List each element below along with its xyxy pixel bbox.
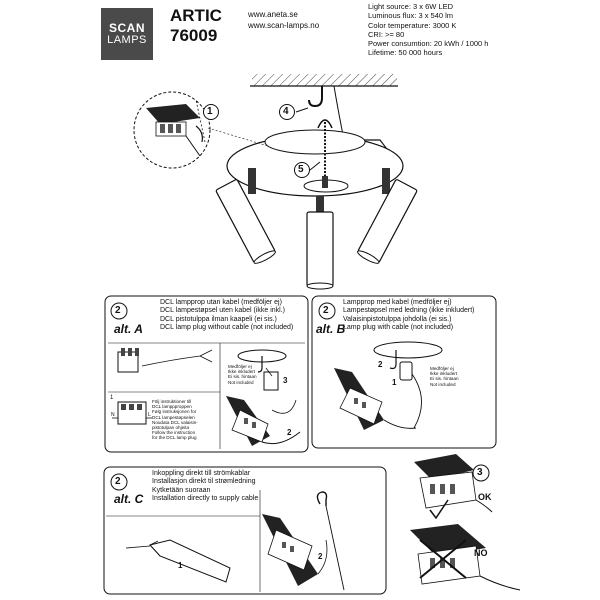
note-line: for the DCL lamp plug	[152, 435, 197, 441]
ceiling	[250, 74, 398, 87]
tag-line: Medföljer ej	[228, 364, 252, 369]
panel-b-line-en: Lamp plug with cable (not included)	[343, 323, 454, 331]
panel-a-num-2: 2	[287, 428, 292, 437]
panel-c-line-sv: Inkoppling direkt till strömkablar	[152, 470, 251, 477]
panel-a-line-no: DCL lampestøpsel uten kabel (ikke inkl.)	[160, 307, 286, 315]
product-title: ARTIC 76009	[170, 6, 222, 46]
panel-a-description: DCL lampprop utan kabel (medföljer ej) D…	[160, 299, 293, 332]
tag-line: Ei sis. hintaan	[228, 374, 257, 380]
tag-line: Not included	[430, 381, 456, 387]
note-line: pistotulpan ohjeita	[152, 425, 190, 431]
spec-list: Light source: 3 x 6W LED Luminous flux: …	[368, 2, 488, 58]
spec-lifetime: Lifetime: 50 000 hours	[368, 48, 443, 58]
panel-a-step-label: 2	[115, 305, 121, 316]
panel-a-wire-l: L	[148, 412, 151, 418]
panel-c-step-badge	[110, 473, 128, 491]
step-1-label: 1	[207, 106, 213, 117]
panel-a-instruction-note: Följ instruktioner till DCL lamppproppen…	[152, 399, 198, 441]
url-scan-lamps[interactable]: www.scan-lamps.no	[248, 21, 320, 30]
spot-lights	[215, 168, 418, 290]
tag-line: Medföljer ej	[430, 366, 454, 371]
step-5-label: 5	[298, 164, 304, 175]
logo-line-1: SCAN	[108, 21, 145, 35]
panel-a-wire-1: 1	[110, 395, 114, 401]
panel-c-line-fi: Kytketään suoraan	[152, 486, 211, 494]
logo-line-2: LAMPS	[107, 34, 147, 46]
panel-b-alt-label: alt. B	[316, 322, 346, 336]
panel-c-line-en: Installation directly to supply cable	[152, 494, 259, 502]
panel-a-line-en: DCL lamp plug without cable (not include…	[160, 323, 294, 331]
detail-callout-1	[133, 91, 269, 169]
tag-line: Ikke inkludert	[430, 371, 458, 377]
panel-a-num-3: 3	[283, 376, 288, 385]
note-line: Noudata DCL valaisin-	[152, 419, 198, 425]
step-4-label: 4	[283, 106, 289, 117]
step-3-label: 3	[477, 467, 483, 478]
spec-light-source: Light source: 3 x 6W LED	[368, 2, 454, 11]
tag-line: Not included	[228, 379, 254, 385]
panel-a-step-badge	[110, 302, 128, 320]
note-line: Follow the instruction	[152, 430, 196, 436]
step-3-illustration	[410, 454, 521, 591]
product-number: 76009	[170, 26, 218, 45]
ok-label: OK	[478, 492, 492, 502]
spec-power: Power consumtion: 20 kWh / 1000 h	[368, 39, 489, 49]
spec-cri: CRI: >= 80	[368, 29, 405, 39]
note-line: Følg instruksjonen for	[152, 409, 197, 415]
ceiling-hook	[308, 86, 323, 108]
panel-c-description: Inkoppling direkt till strömkablar Insta…	[152, 470, 258, 503]
panel-b-description: Lampprop med kabel (medföljer ej) Lampes…	[343, 299, 475, 332]
panel-c-num-1: 1	[178, 561, 183, 570]
tag-line: Ei sis. hintaan	[430, 376, 459, 382]
panel-b-step-badge	[318, 302, 336, 320]
panel-b-not-included-tag: Medföljer ej Ikke inkludert Ei sis. hint…	[430, 366, 459, 387]
panel-a-line-fi: DCL pistotulppa ilman kaapeli (ei sis.)	[160, 315, 277, 323]
panel-a-not-included-tag: Medföljer ej Ikke inkludert Ei sis. hint…	[228, 364, 257, 385]
panel-a-wire-n: N	[111, 412, 115, 418]
note-line: DCL lampestøpselen	[152, 414, 195, 420]
panel-c-alt-label: alt. C	[114, 492, 144, 506]
panel-b-line-no: Lampestøpsel med ledning (ikke inkludert…	[343, 307, 475, 315]
panel-b-line-sv: Lampprop med kabel (medföljer ej)	[343, 299, 452, 306]
panel-alt-b-frame	[311, 295, 497, 449]
panel-alt-a-frame	[104, 295, 309, 453]
canopy	[226, 119, 404, 197]
panel-b-step-label: 2	[323, 305, 329, 316]
note-line: DCL lamppproppen	[152, 404, 192, 410]
step-1-badge	[203, 104, 219, 120]
panel-a-alt-label: alt. A	[114, 322, 143, 336]
website-links: www.aneta.se www.scan-lamps.no	[248, 9, 319, 31]
panel-c-step-label: 2	[115, 476, 121, 487]
panel-c-num-2: 2	[318, 552, 323, 561]
tag-line: Ikke inkludert	[228, 369, 256, 375]
scan-lamps-logo: SCAN LAMPS	[101, 8, 153, 60]
spec-color-temperature: Color temperature: 3000 K	[368, 20, 457, 30]
panel-alt-c-frame	[103, 466, 387, 595]
spec-luminous-flux: Luminous flux: 3 x 540 lm	[368, 11, 454, 21]
step-5-badge	[294, 162, 310, 178]
panel-c-line-no: Installasjon direkt til strømledning	[152, 478, 256, 486]
panel-b-line-fi: Valaisinpistotulppa johdolla (ei sis.)	[343, 315, 452, 323]
note-line: Följ instruktioner till	[152, 399, 192, 404]
panel-b-num-1: 1	[392, 378, 397, 387]
step-3-badge	[472, 464, 490, 482]
step-4-badge	[279, 104, 295, 120]
panel-a-line-sv: DCL lampprop utan kabel (medföljer ej)	[160, 299, 282, 306]
product-name: ARTIC	[170, 6, 222, 25]
panel-b-num-2: 2	[378, 360, 383, 369]
no-label: NO	[474, 548, 488, 558]
url-aneta[interactable]: www.aneta.se	[248, 10, 298, 19]
